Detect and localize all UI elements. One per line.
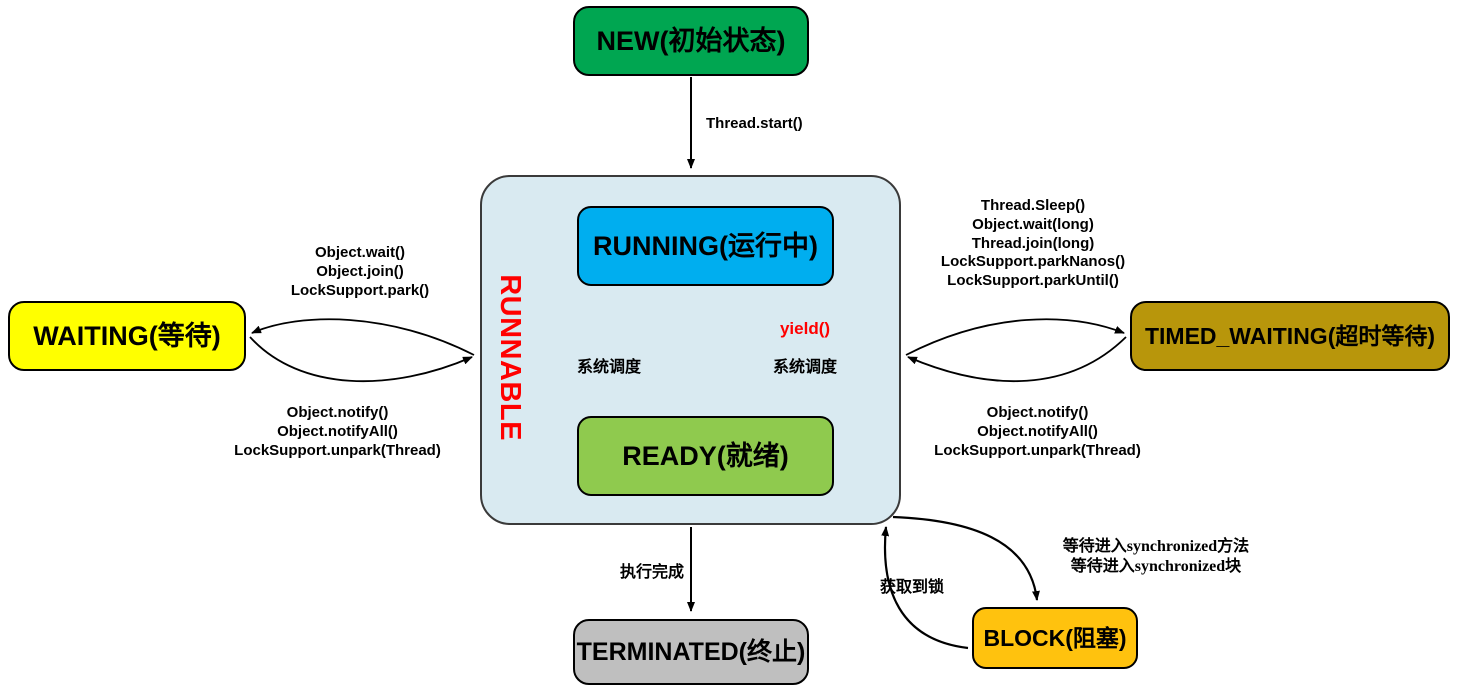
edge-label-to-waiting: Object.wait() Object.join() LockSupport.… <box>290 244 430 299</box>
edge-waiting-to-runnable <box>249 336 473 383</box>
edge-label-from-waiting: Object.notify() Object.notifyAll() LockS… <box>234 404 441 459</box>
edge-label-acquire-lock: 获取到锁 <box>879 579 944 596</box>
node-waiting[interactable]: WAITING(等待) <box>8 301 246 371</box>
edge-runnable-to-timed-waiting <box>905 318 1125 356</box>
edge-runnable-to-waiting <box>251 318 475 356</box>
node-ready[interactable]: READY(就绪) <box>577 416 834 496</box>
runnable-label: RUNNABLE <box>494 274 527 441</box>
edge-timed-waiting-to-runnable <box>907 336 1127 383</box>
edge-label-to-block: 等待进入synchronized方法 等待进入synchronized块 <box>1062 538 1250 575</box>
edge-label-sched-left: 系统调度 <box>576 359 641 376</box>
node-timed-waiting[interactable]: TIMED_WAITING(超时等待) <box>1130 301 1450 371</box>
node-block[interactable]: BLOCK(阻塞) <box>972 607 1138 669</box>
node-terminated[interactable]: TERMINATED(终止) <box>573 619 809 685</box>
edge-label-to-timed-waiting: Thread.Sleep() Object.wait(long) Thread.… <box>940 197 1126 289</box>
node-new[interactable]: NEW(初始状态) <box>573 6 809 76</box>
edge-label-from-timed-waiting: Object.notify() Object.notifyAll() LockS… <box>934 404 1141 459</box>
edge-label-finish: 执行完成 <box>619 564 684 581</box>
edge-label-thread-start: Thread.start() <box>706 115 803 132</box>
edge-label-sched-right: 系统调度 <box>772 359 837 376</box>
edge-label-yield: yield() <box>779 319 831 338</box>
node-running[interactable]: RUNNING(运行中) <box>577 206 834 286</box>
